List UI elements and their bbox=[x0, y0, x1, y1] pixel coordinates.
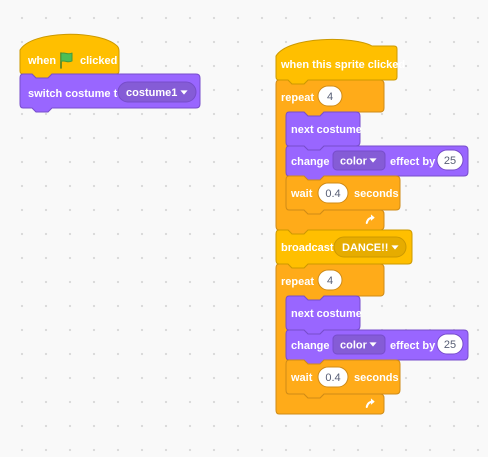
when-label: when bbox=[27, 55, 56, 67]
effect-dropdown[interactable]: color bbox=[332, 150, 386, 171]
costume-dropdown[interactable]: costume1 bbox=[117, 81, 197, 103]
effect-by-label: effect by bbox=[390, 340, 436, 352]
repeat-count-value: 4 bbox=[327, 91, 333, 103]
script-when-sprite-clicked[interactable]: repeat 4 when this sprite clicked next c… bbox=[275, 39, 469, 415]
broadcast-message-value: DANCE!! bbox=[342, 242, 388, 254]
change-effect-block-1[interactable]: change color effect by 25 bbox=[285, 145, 469, 181]
repeat-count-input[interactable]: 4 bbox=[317, 85, 343, 107]
broadcast-block[interactable]: broadcast DANCE!! bbox=[275, 229, 413, 269]
repeat-label: repeat bbox=[281, 276, 314, 288]
effect-value-input[interactable]: 25 bbox=[436, 333, 464, 355]
effect-value-input[interactable]: 25 bbox=[436, 149, 464, 171]
clicked-label: clicked bbox=[80, 55, 117, 67]
repeat-block-1[interactable]: repeat 4 bbox=[275, 79, 385, 235]
wait-label: wait bbox=[290, 188, 313, 200]
wait-seconds-value: 0.4 bbox=[325, 188, 340, 200]
effect-by-label: effect by bbox=[390, 156, 436, 168]
when-sprite-clicked-block[interactable]: when this sprite clicked bbox=[275, 39, 405, 85]
effect-value: 25 bbox=[444, 155, 456, 167]
next-costume-label: next costume bbox=[291, 124, 362, 136]
switch-costume-label: switch costume to bbox=[28, 88, 124, 100]
costume-dropdown-value: costume1 bbox=[126, 87, 177, 99]
change-effect-block-2[interactable]: change color effect by 25 bbox=[285, 329, 469, 365]
broadcast-label: broadcast bbox=[281, 242, 334, 254]
effect-dropdown-value: color bbox=[340, 156, 368, 168]
when-flag-clicked-block[interactable]: when clicked bbox=[19, 33, 120, 79]
wait-seconds-input[interactable]: 0.4 bbox=[317, 366, 349, 388]
wait-label: wait bbox=[290, 372, 313, 384]
repeat-count-value: 4 bbox=[327, 275, 333, 287]
switch-costume-block[interactable]: switch costume to costume1 bbox=[19, 73, 201, 113]
repeat-label: repeat bbox=[281, 92, 314, 104]
next-costume-block-2[interactable]: next costume bbox=[285, 295, 362, 335]
repeat-count-input[interactable]: 4 bbox=[317, 269, 343, 291]
script-when-flag-clicked[interactable]: when clicked switch costume to costume1 bbox=[19, 33, 201, 113]
wait-block-2[interactable]: wait 0.4 seconds bbox=[285, 359, 401, 399]
effect-dropdown-value: color bbox=[340, 340, 368, 352]
seconds-label: seconds bbox=[354, 188, 399, 200]
effect-value: 25 bbox=[444, 339, 456, 351]
broadcast-message-dropdown[interactable]: DANCE!! bbox=[333, 236, 407, 258]
repeat-block-2[interactable]: repeat 4 bbox=[275, 263, 385, 415]
wait-seconds-input[interactable]: 0.4 bbox=[317, 182, 349, 204]
change-label: change bbox=[291, 340, 330, 352]
when-sprite-clicked-label: when this sprite clicked bbox=[280, 59, 405, 71]
wait-seconds-value: 0.4 bbox=[325, 372, 340, 384]
next-costume-label: next costume bbox=[291, 308, 362, 320]
wait-block-1[interactable]: wait 0.4 seconds bbox=[285, 175, 401, 215]
change-label: change bbox=[291, 156, 330, 168]
seconds-label: seconds bbox=[354, 372, 399, 384]
effect-dropdown[interactable]: color bbox=[332, 334, 386, 355]
green-flag-icon bbox=[60, 52, 73, 69]
next-costume-block-1[interactable]: next costume bbox=[285, 111, 362, 151]
